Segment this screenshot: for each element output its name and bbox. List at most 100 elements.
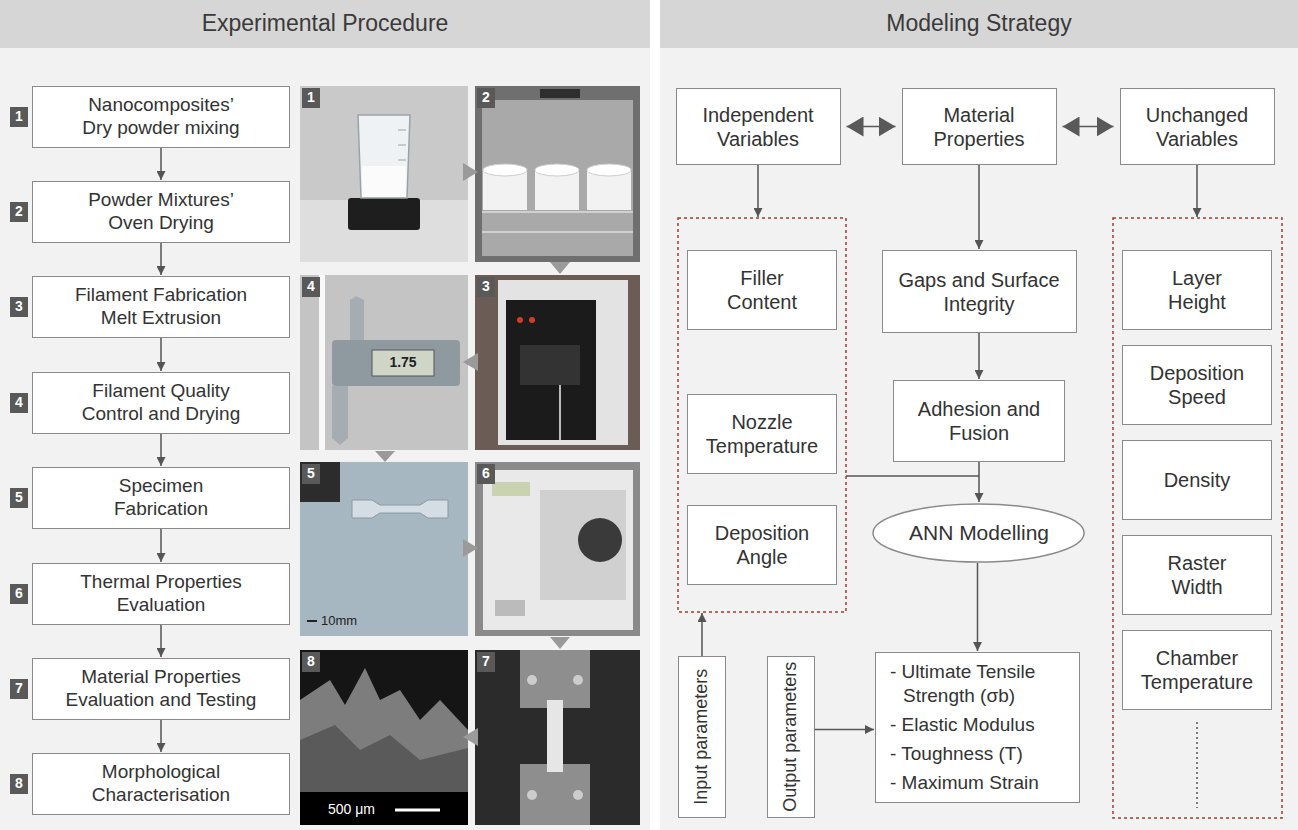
process-box: Adhesion and Fusion [893, 380, 1065, 462]
parameter-box: Input parameters [678, 656, 726, 818]
flow-arrow [815, 729, 874, 731]
photo-tensile-test [573, 675, 583, 685]
scale-label: 500 μm [328, 801, 390, 819]
node-text: Raster Width [1155, 551, 1240, 599]
photo-dogbone-specimen [352, 500, 448, 518]
group-arrow [846, 475, 979, 477]
label-text: 3 [482, 279, 490, 294]
step-number: 5 [10, 488, 28, 508]
flow-arrow [160, 434, 162, 466]
photo-number: 6 [477, 464, 495, 484]
caliper-reading: 1.75 [372, 350, 434, 376]
photo-flow-triangle [375, 163, 570, 746]
photo-sem-fracture [300, 792, 468, 825]
photo-flow-triangle [463, 163, 478, 181]
photo-thermal-analyser [495, 600, 525, 616]
label-text: 5 [307, 466, 315, 481]
node-text: Unchanged Variables [1130, 103, 1265, 151]
photo-tensile-test [520, 764, 590, 825]
photo-powder-beaker [362, 166, 406, 197]
node-text: Nozzle Temperature [698, 410, 826, 458]
photo-extruder [520, 345, 580, 385]
process-box: Material Properties Evaluation and Testi… [32, 658, 290, 720]
step-number: 2 [10, 202, 28, 222]
node-text: Adhesion and Fusion [909, 397, 1049, 445]
process-box: Material Properties [902, 88, 1057, 165]
process-box: Filler Content [687, 250, 837, 330]
label-text: 2 [15, 204, 23, 219]
photo-extruder [475, 275, 640, 450]
step-number: 3 [10, 297, 28, 317]
photo-thermal-analyser [492, 482, 530, 496]
process-box: Deposition Angle [687, 505, 837, 585]
node-text: Nanocomposites’ Dry powder mixing [72, 94, 250, 140]
process-box: Layer Height [1122, 250, 1272, 330]
process-box: Specimen Fabrication [32, 467, 290, 529]
photo-thermal-analyser [475, 462, 640, 636]
photo-sem-fracture [300, 650, 468, 825]
node-text: Material Properties Evaluation and Testi… [49, 666, 274, 712]
photo-tensile-test [520, 650, 590, 708]
panel-header: Modeling Strategy [660, 0, 1298, 48]
group-arrow [1196, 165, 1198, 217]
model-ellipse: ANN Modelling [872, 503, 1085, 563]
process-box: Morphological Characterisation [32, 753, 290, 815]
process-box: Unchanged Variables [1120, 88, 1275, 165]
photo-sem-fracture [300, 725, 468, 792]
photo-caliper [300, 275, 468, 450]
photo-drying-oven [483, 164, 527, 176]
process-box: Independent Variables [676, 88, 841, 165]
node-text: - Ultimate Tensile Strength (σb) [890, 660, 1065, 709]
flow-arrow [978, 165, 980, 249]
photo-number: 7 [477, 652, 495, 672]
photo-thermal-analyser [483, 470, 633, 630]
photo-flow-triangle [463, 539, 478, 557]
group-arrow [757, 165, 759, 217]
panel-title: Modeling Strategy [886, 10, 1071, 38]
dashed-group-outline [1113, 218, 1282, 818]
photo-sem-fracture [395, 809, 440, 812]
photo-caliper [300, 275, 468, 450]
label-text: 5 [15, 490, 23, 505]
process-box: Filament Quality Control and Drying [32, 372, 290, 434]
panel-background [0, 48, 650, 830]
photo-powder-beaker [398, 145, 406, 146]
node-text: Independent Variables [686, 103, 831, 151]
label-text: 8 [307, 654, 315, 669]
label-text: 2 [482, 90, 490, 105]
node-text: - Toughness (T) [890, 742, 1023, 767]
process-box: Gaps and Surface Integrity [882, 250, 1077, 333]
photo-tensile-test [547, 700, 563, 772]
photo-drying-oven [482, 231, 633, 233]
photo-drying-oven [482, 100, 633, 256]
photo-powder-beaker [398, 160, 406, 161]
node-text: Morphological Characterisation [76, 761, 246, 807]
flow-arrow [977, 563, 979, 651]
panel-header: Experimental Procedure [0, 0, 650, 48]
photo-number: 1 [302, 88, 320, 108]
photo-extruder [498, 280, 628, 445]
photo-number: 5 [302, 464, 320, 484]
panel-title: Experimental Procedure [202, 10, 449, 38]
photo-drying-oven [587, 164, 631, 176]
photo-tensile-test [527, 790, 537, 800]
photo-thermal-analyser [578, 518, 622, 562]
node-text: Deposition Speed [1141, 361, 1253, 409]
photo-tensile-test [475, 650, 640, 825]
node-text: Output parameters [780, 662, 802, 812]
photo-flow-triangle [463, 353, 478, 371]
photo-powder-beaker [300, 86, 468, 262]
photo-tensile-test [573, 790, 583, 800]
node-text: Gaps and Surface Integrity [892, 268, 1067, 316]
label-text: 3 [15, 299, 23, 314]
node-text: Material Properties [912, 103, 1047, 151]
flow-arrow [978, 333, 980, 379]
photo-dogbone-specimen [300, 462, 468, 636]
node-text: Input parameters [691, 669, 713, 805]
photo-number: 2 [477, 88, 495, 108]
process-box: Filament Fabrication Melt Extrusion [32, 276, 290, 338]
label-text: 10mm [321, 614, 357, 628]
label-text: 7 [15, 681, 23, 696]
step-number: 1 [10, 107, 28, 127]
node-text: Specimen Fabrication [101, 475, 221, 521]
